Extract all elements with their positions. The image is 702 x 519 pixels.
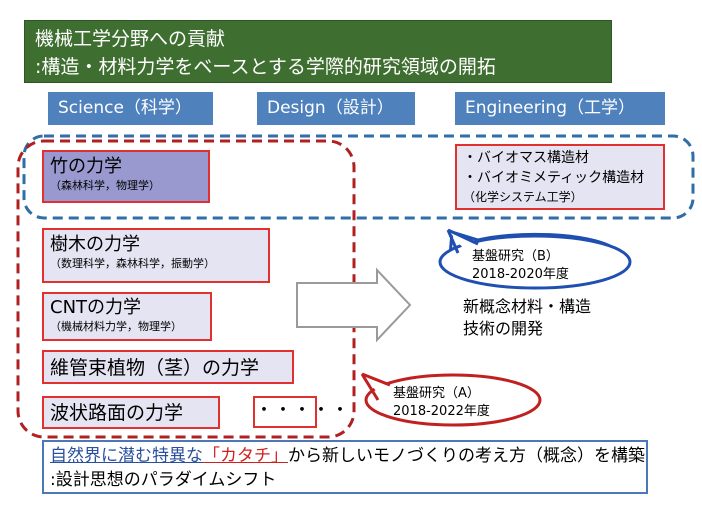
category-design: Design（設計） [257,92,415,125]
conclusion-box: 自然界に潜む特異な「カタチ」から新しいモノづくりの考え方（概念）を構築 :設計思… [42,440,648,494]
eng-item-field: （化学システム工学） [463,190,583,204]
eng-item-biomimetic: ・バイオミメティック構造材 [463,170,645,186]
card-ellipsis: ・・・・・ [253,396,349,428]
card-road-title: 波状路面の力学 [50,402,184,424]
result-line-1: 新概念材料・構造 [463,297,592,316]
title-banner: 機械工学分野への貢献 :構造・材料力学をベースとする学際的研究領域の開拓 [24,20,612,83]
card-vascular-title: 維管束植物（茎）の力学 [50,357,260,379]
conclusion-rest: から新しいモノづくりの考え方（概念）を構築 [288,446,645,466]
card-wavy-road-mechanics: 波状路面の力学 [42,396,220,429]
engineering-science-group-outline [22,134,695,220]
result-line-2: 技術の開発 [463,319,544,338]
conclusion-highlight: 自然界に潜む特異な [50,446,203,466]
grant-b-years: 2018-2020年度 [472,267,569,282]
card-cnt-sub: （機械材料力学，物理学） [50,320,182,333]
card-cnt-title: CNTの力学 [50,297,142,318]
card-bamboo-sub: （森林科学，物理学） [50,179,160,192]
grant-a-years: 2018-2022年度 [393,404,490,419]
development-arrow [296,267,412,343]
title-line-1: 機械工学分野への貢献 [35,28,226,50]
category-engineering: Engineering（工学） [455,92,665,125]
grant-b-name: 基盤研究（B） [472,249,559,264]
card-tree-sub: （数理科学，森林科学，振動学） [50,257,215,270]
card-cnt-mechanics: CNTの力学 （機械材料力学，物理学） [42,292,212,341]
card-tree-title: 樹木の力学 [50,234,140,255]
card-bamboo-mechanics: 竹の力学 （森林科学，物理学） [42,150,210,203]
card-tree-mechanics: 樹木の力学 （数理科学，森林科学，振動学） [42,228,270,283]
category-science: Science（科学） [48,92,213,125]
grant-a-bubble [364,373,542,427]
grant-a-name: 基盤研究（A） [393,386,480,401]
card-bamboo-title: 竹の力学 [50,156,122,177]
grant-b-label: 基盤研究（B） 2018-2020年度 [472,248,622,284]
conclusion-line-2: :設計思想のパラダイムシフト [50,470,277,490]
eng-item-biomass: ・バイオマス構造材 [463,150,589,166]
card-vascular-plant-mechanics: 維管束植物（茎）の力学 [42,350,294,384]
engineering-applications-box: ・バイオマス構造材 ・バイオミメティック構造材 （化学システム工学） [455,144,665,210]
development-result: 新概念材料・構造 技術の開発 [463,296,591,340]
conclusion-line-1: 自然界に潜む特異な「カタチ」から新しいモノづくりの考え方（概念）を構築 [50,444,646,468]
grant-a-label: 基盤研究（A） 2018-2022年度 [393,385,543,421]
title-line-2: :構造・材料力学をベースとする学際的研究領域の開拓 [35,56,496,78]
conclusion-katachi: 「カタチ」 [203,446,288,466]
